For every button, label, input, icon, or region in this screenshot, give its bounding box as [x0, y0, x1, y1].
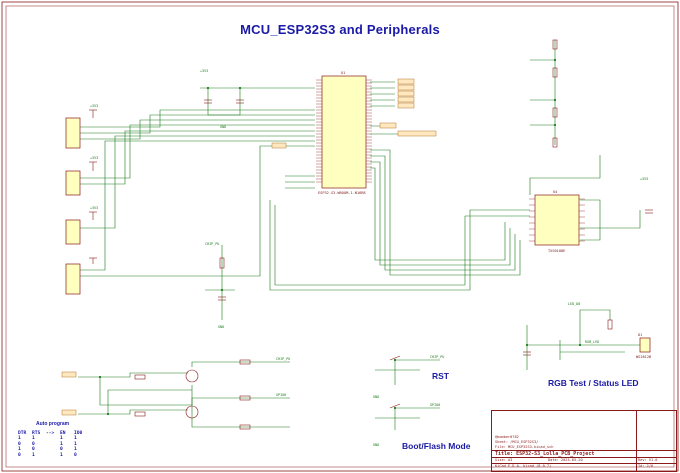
auto-program-cell: 0	[32, 447, 35, 453]
level-shifter-pin-ticks	[529, 198, 585, 242]
title-block-sheet: Sheet: /MCU_ESP32S3/	[495, 440, 539, 444]
boot-section-label: Boot/Flash Mode	[402, 441, 471, 451]
net-label-vcc-j2: +3V3	[90, 156, 98, 160]
auto-program-cell: 1	[32, 436, 35, 442]
net-label-vcc-ls: +3V3	[640, 177, 648, 181]
auto-program-col: IO0	[74, 430, 83, 436]
auto-program-cell: 0	[60, 447, 63, 453]
net-label-vcc-mcu: +3V3	[200, 69, 208, 73]
title-block-title: Title: ESP32-S3_Lolla_PCB_Project	[495, 451, 595, 457]
title-block-date: Date: 2025-05-20	[548, 458, 583, 462]
auto-program-cell: 1	[74, 436, 77, 442]
led-part: WS2812B	[636, 355, 651, 359]
title-block-author: @bomber0782	[495, 435, 519, 439]
mcu-part: ESP32-S3-WROOM-1-N16R8	[318, 191, 366, 195]
auto-program-cell: 0	[18, 441, 21, 447]
title-block-file: File: MCU_ESP32S3.kicad_sch	[495, 445, 554, 449]
title-block-tool: KiCad E.D.A. kicad (8.0.7)	[495, 464, 552, 468]
auto-program-row: 1 0 0 1	[18, 447, 88, 453]
net-label-gnd-en: GND	[218, 325, 224, 329]
level-shifter-part: TXS0108E	[548, 249, 565, 253]
auto-program-cell: 1	[18, 447, 21, 453]
auto-program-cell: 1	[60, 436, 63, 442]
net-label-en-rst: CHIP_PU	[430, 355, 444, 359]
net-label-io0-q2: GPIO0	[276, 393, 286, 397]
auto-program-cell: 1	[74, 441, 77, 447]
mcu-pin-ticks	[316, 79, 372, 183]
net-label-en: CHIP_PU	[205, 242, 219, 246]
auto-program-cell: 1	[32, 452, 35, 458]
title-block-size: Size: A3	[495, 458, 513, 462]
net-label-led: LED_D0	[568, 302, 580, 306]
auto-program-row: 0 1 1 0	[18, 453, 88, 459]
auto-program-col: DTR	[18, 430, 27, 436]
auto-program-cell: 0	[32, 441, 35, 447]
auto-program-cell: 1	[60, 441, 63, 447]
auto-program-row: 1 1 1 1	[18, 436, 88, 442]
mcu-ref: U1	[341, 71, 345, 75]
auto-program-cell: 0	[18, 452, 21, 458]
title-block-rev: Rev: V1.0	[638, 458, 658, 462]
auto-program-col: EN	[60, 430, 66, 436]
auto-program-header: Auto program	[36, 421, 70, 427]
title-block: @bomber0782 Sheet: /MCU_ESP32S3/ File: M…	[491, 410, 677, 472]
auto-program-cell: 1	[74, 447, 77, 453]
auto-program-col: -->	[46, 430, 55, 436]
page-title: MCU_ESP32S3 and Peripherals	[240, 22, 440, 37]
rgb-section-label: RGB Test / Status LED	[548, 378, 639, 388]
auto-program-col: RTS	[32, 430, 41, 436]
rst-section-label: RST	[432, 371, 449, 381]
auto-program-cell: 0	[74, 452, 77, 458]
auto-program-cell: 1	[18, 436, 21, 442]
net-label-rgb: RGB_LED	[585, 340, 599, 344]
net-label-io0: GPIO0	[430, 403, 440, 407]
level-shifter-ref: U4	[553, 190, 557, 194]
auto-program-cell: 1	[60, 452, 63, 458]
title-block-id: Id: 2/6	[638, 464, 654, 468]
net-label-vcc-j3: +3V3	[90, 206, 98, 210]
net-label-gnd-boot: GND	[373, 443, 379, 447]
net-label-en-q1: CHIP_PU	[276, 357, 290, 361]
net-label-gnd-cap: GND	[220, 125, 226, 129]
auto-program-row: 0 0 1 1	[18, 442, 88, 448]
auto-program-columns: DTR RTS --> EN IO0	[18, 431, 88, 437]
led-ref: D1	[638, 333, 642, 337]
net-label-vcc-j1: +3V3	[90, 104, 98, 108]
net-label-gnd-rst: GND	[373, 395, 379, 399]
